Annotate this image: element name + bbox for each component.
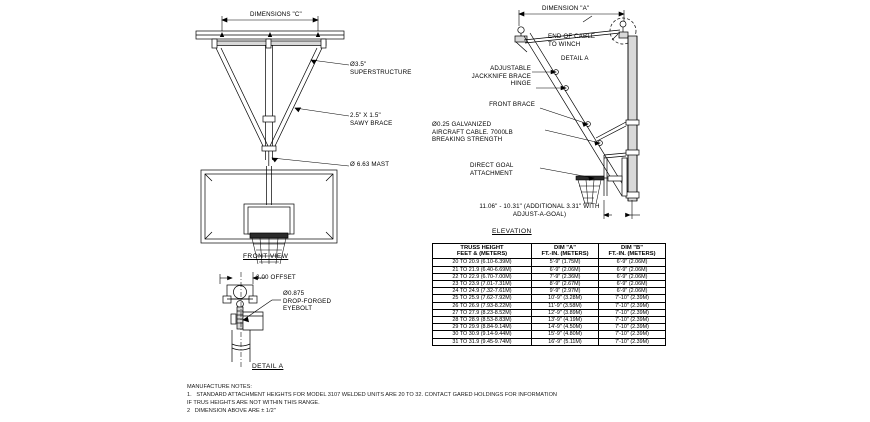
direct-goal-label: DIRECT GOAL ATTACHMENT [470, 162, 514, 177]
manufacture-notes: MANUFACTURE NOTES: 1. STANDARD ATTACHMEN… [187, 383, 557, 415]
leader-lines [271, 59, 350, 167]
detail-a-title: DETAIL A [252, 363, 284, 370]
offset-label: 3.00 OFFSET [256, 274, 296, 281]
table-row: 30 TO 30.9 (9.14-9.44M)15'-9" (4.80M)7'-… [432, 330, 666, 339]
table-row: 23 TO 23.9 (7.01-7.31M)8'-9" (2.67M)6'-9… [432, 280, 666, 289]
note-item: IF TRUS HEIGHTS ARE NOT WITHIN THIS RANG… [187, 400, 320, 406]
table-row: 26 TO 26.9 (7.93-8.22M)11'-9" (3.58M)7'-… [432, 301, 666, 310]
table-row: 20 TO 20.9 (6.10-6.39M)5'-9" (1.75M)6'-9… [432, 258, 666, 267]
table-row: 28 TO 28.9 (8.53-8.83M)13'-9" (4.19M)7'-… [432, 316, 666, 325]
table-body: 20 TO 20.9 (6.10-6.39M)5'-9" (1.75M)6'-9… [432, 258, 666, 346]
superstructure-label: Ø3.5" SUPERSTRUCTURE [350, 61, 412, 76]
table-row: 27 TO 27.9 (8.23-8.52M)12'-9" (3.89M)7'-… [432, 308, 666, 318]
mast-label: Ø 6.63 MAST [350, 161, 390, 168]
elevation-leaders [532, 15, 619, 181]
bottom-dimension [603, 200, 640, 219]
front-view-title: FRONT VIEW [243, 253, 289, 260]
net [251, 237, 287, 265]
eyebolt-leader [242, 299, 281, 323]
backboard-edge [621, 157, 628, 197]
lower-brace [603, 152, 627, 196]
adjust-a-goal-note: 11.06" - 10.31" (ADDITIONAL 3.31" WITH A… [479, 203, 600, 218]
beam-attachment-marks [219, 32, 321, 37]
pipe-clamp [222, 284, 258, 304]
dimension-a-label: DIMENSION "A" [542, 5, 590, 12]
table-row: 21 TO 21.9 (6.40-6.69M)6'-9" (2.06M)6'-9… [432, 265, 666, 274]
front-brace [595, 121, 627, 142]
header-dim-b: DIM "B" FT.-IN. (METERS) [598, 242, 666, 260]
table-row: 31 TO 31.9 (9.45-9.74M)16'-9" (5.11M)7'-… [432, 337, 666, 346]
offset-dimension [219, 272, 265, 284]
table-row: 29 TO 29.9 (8.84-9.14M)14'-9" (4.50M)7'-… [432, 323, 666, 332]
dimension-line-c [221, 16, 319, 34]
superstructure-diagonal [523, 32, 629, 197]
sway-brace-label: 2.5" X 1.5" SAWY BRACE [350, 112, 393, 127]
cable-spec-label: Ø0.25 GALVANIZED AIRCRAFT CABLE. 7000LB … [432, 121, 513, 144]
front-brace-label: FRONT BRACE [489, 101, 535, 108]
sway-brace-left [215, 47, 269, 147]
end-of-cable-label: END OF CABLE TO WINCH [548, 33, 596, 48]
table-row: 25 TO 25.9 (7.62-7.92M)10'-9" (3.28M)7'-… [432, 294, 666, 303]
elevation-mast [625, 35, 640, 202]
notes-title: MANUFACTURE NOTES: [187, 384, 252, 390]
header-dim-a: DIM "A" FT.-IN. (METERS) [531, 242, 599, 260]
table-row: 24 TO 24.9 (7.32-7.61M)9'-9" (2.97M)6'-9… [432, 287, 666, 296]
jackknife-hinge-label: ADJUSTABLE JACKKNIFE BRACE HINGE [471, 65, 531, 88]
mast-behind-backboard [266, 166, 272, 205]
cable [523, 29, 621, 44]
detail-a-reference-label: DETAIL A [561, 55, 589, 62]
note-item: 1. STANDARD ATTACHMENT HEIGHTS FOR MODEL… [187, 392, 557, 398]
eyebolt-label: Ø0.875 DROP-FORGED EYEBOLT [283, 290, 332, 313]
backboard-target-square [243, 203, 295, 235]
superstructure-bar [211, 38, 327, 49]
sway-brace-right [269, 47, 323, 147]
header-truss-height: TRUSS HEIGHT FEET & (METERS) [432, 242, 532, 260]
table-header-row: TRUSS HEIGHT FEET & (METERS) DIM "A" FT.… [432, 242, 666, 260]
elevation-title: ELEVATION [492, 228, 532, 235]
table-row: 22 TO 22.9 (6.70-7.00M)7'-9" (2.36M)6'-9… [432, 272, 666, 282]
truss-height-table: TRUSS HEIGHT FEET & (METERS) DIM "A" FT.… [432, 242, 666, 346]
note-item: 2 DIMENSION ABOVE ARE ± 1/2" [187, 408, 276, 414]
dimension-c-label: DIMENSIONS "C" [250, 11, 302, 18]
ceiling-attachment-left [514, 26, 528, 53]
